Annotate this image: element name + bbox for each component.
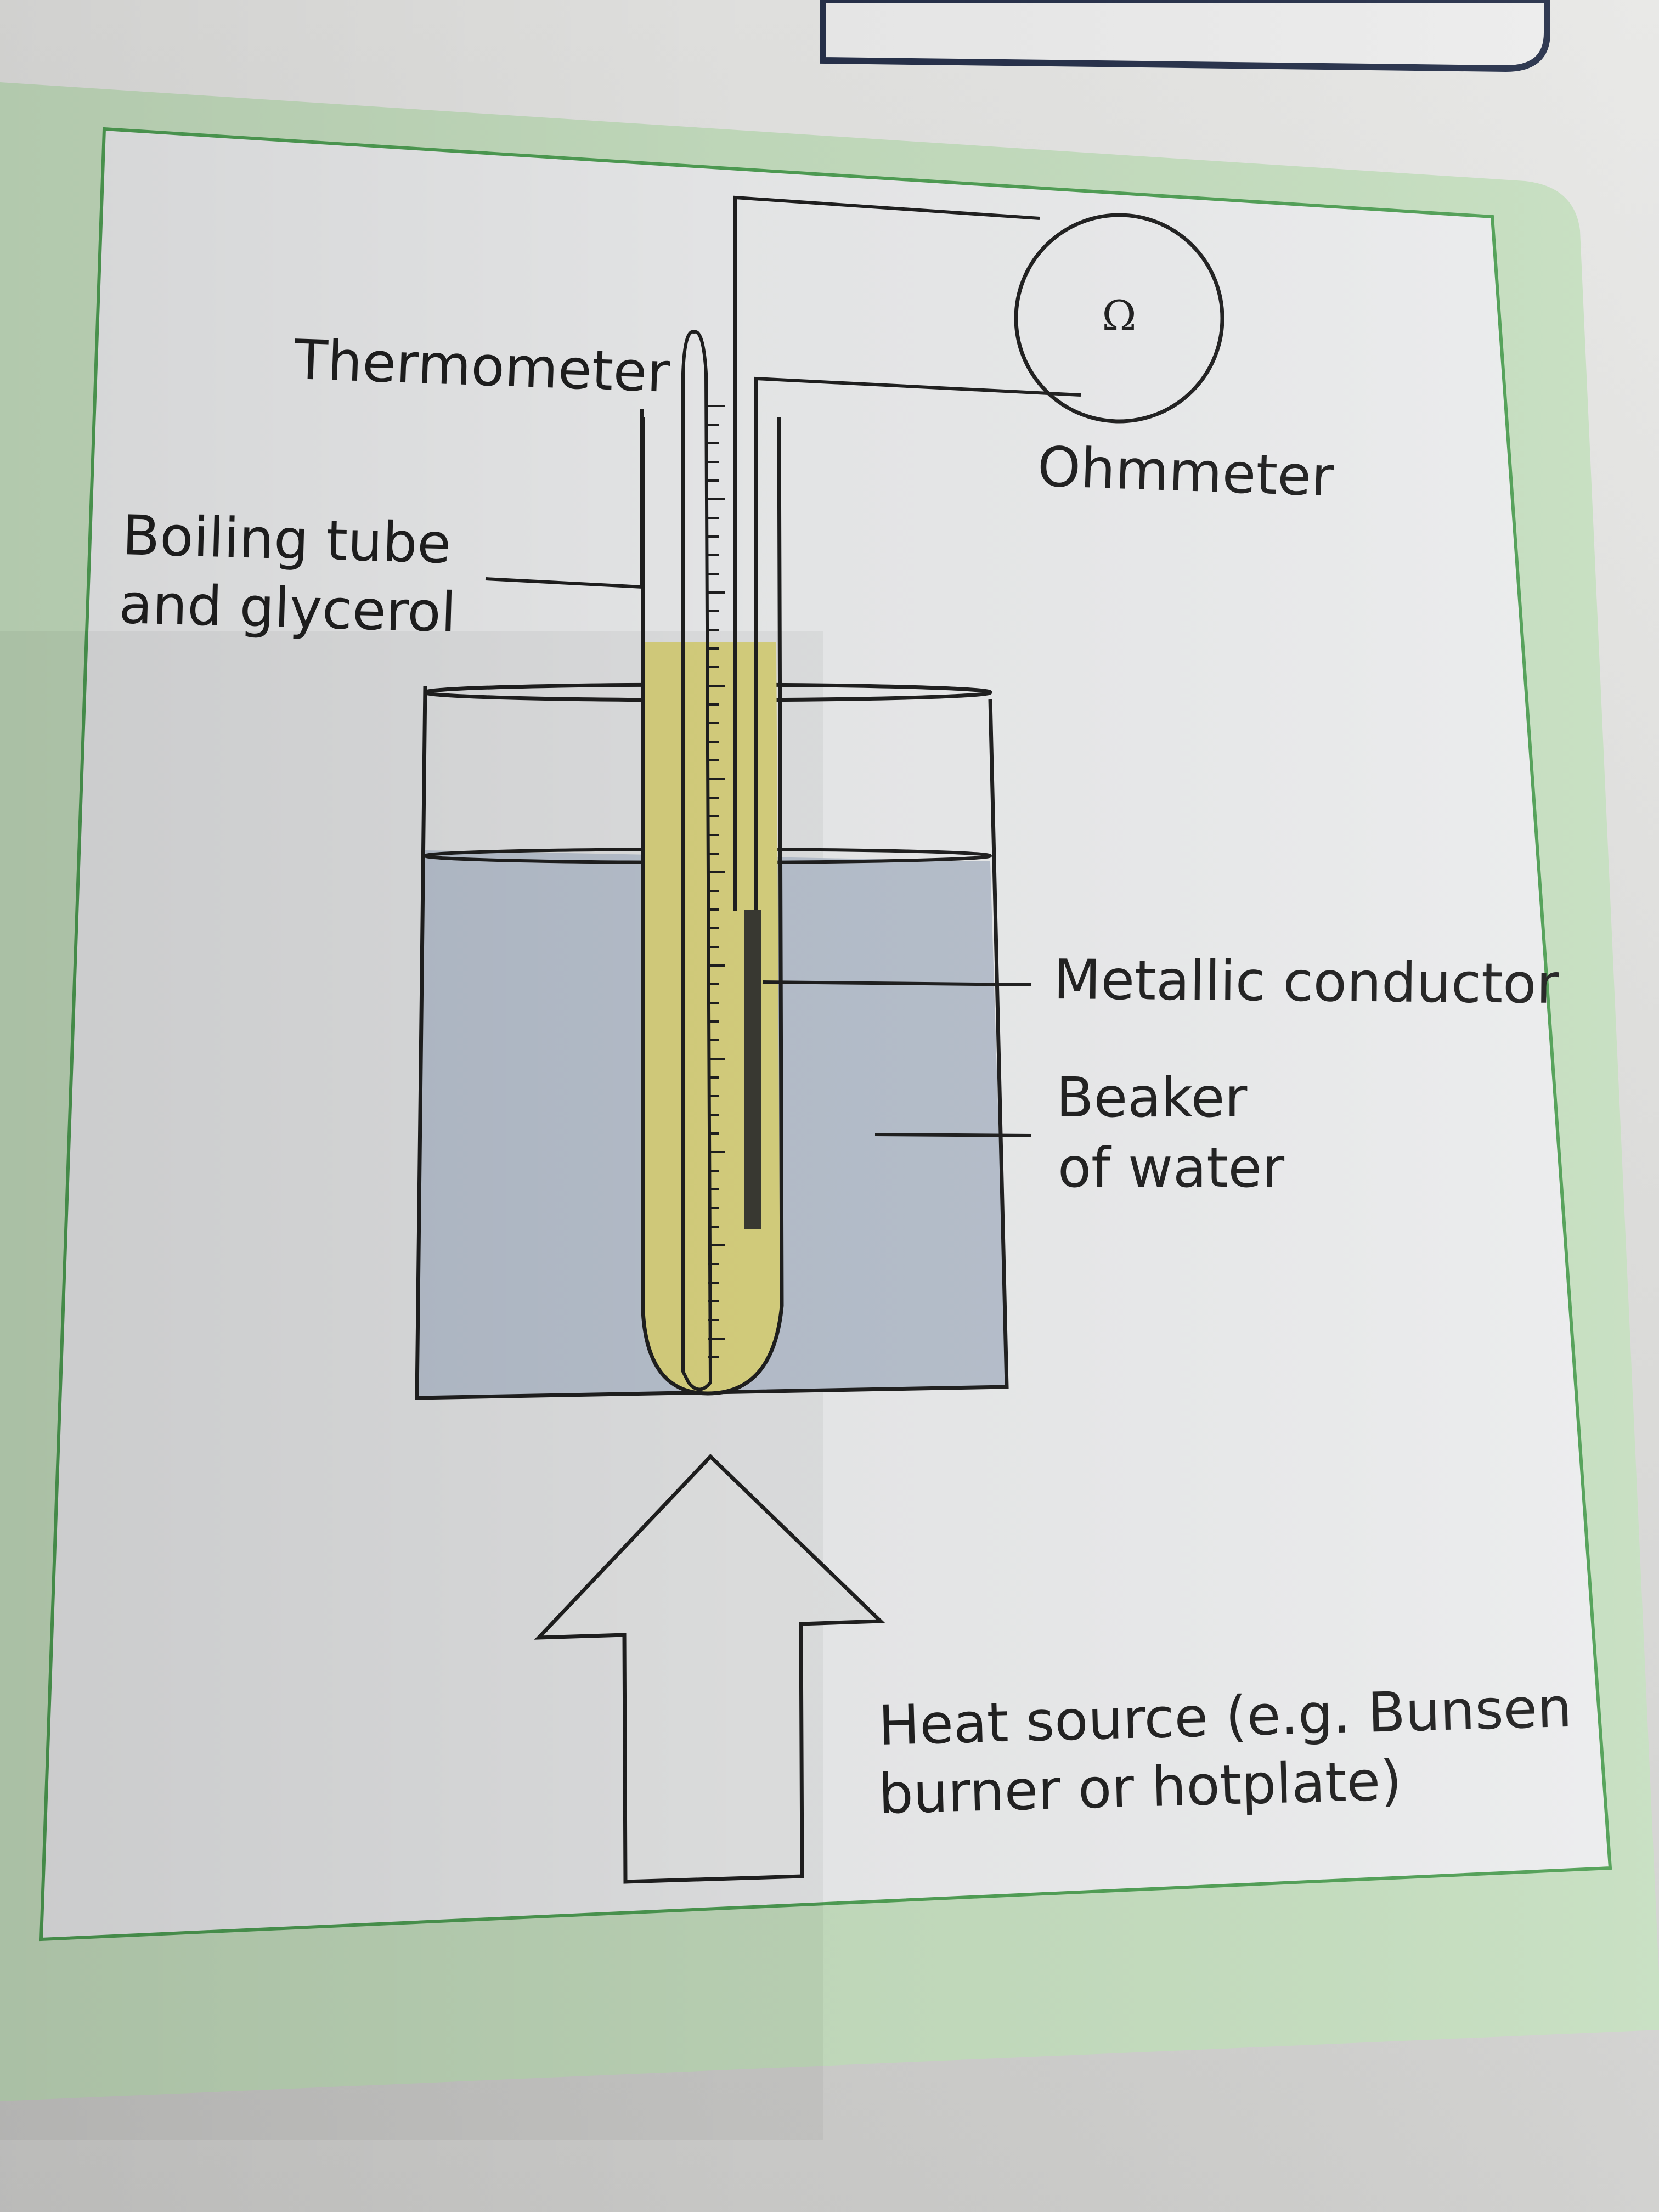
metallic-conductor-label: Metallic conductor xyxy=(1053,947,1560,1016)
thermometer-label: Thermometer xyxy=(292,328,671,405)
ohm-symbol: Ω xyxy=(1102,291,1136,340)
metallic-conductor xyxy=(744,910,761,1229)
adjacent-box-edge xyxy=(820,0,1550,72)
leader-beaker xyxy=(874,1133,1032,1137)
boiling-tube-label-line2: and glycerol xyxy=(118,572,457,645)
ohmmeter-label: Ohmmeter xyxy=(1036,435,1335,509)
beaker-label-line1: Beaker xyxy=(1056,1065,1248,1130)
heat-label-line2: burner or hotplate) xyxy=(878,1748,1403,1826)
boiling-tube-label-line1: Boiling tube xyxy=(121,503,452,576)
beaker-label-line2: of water xyxy=(1058,1136,1285,1200)
